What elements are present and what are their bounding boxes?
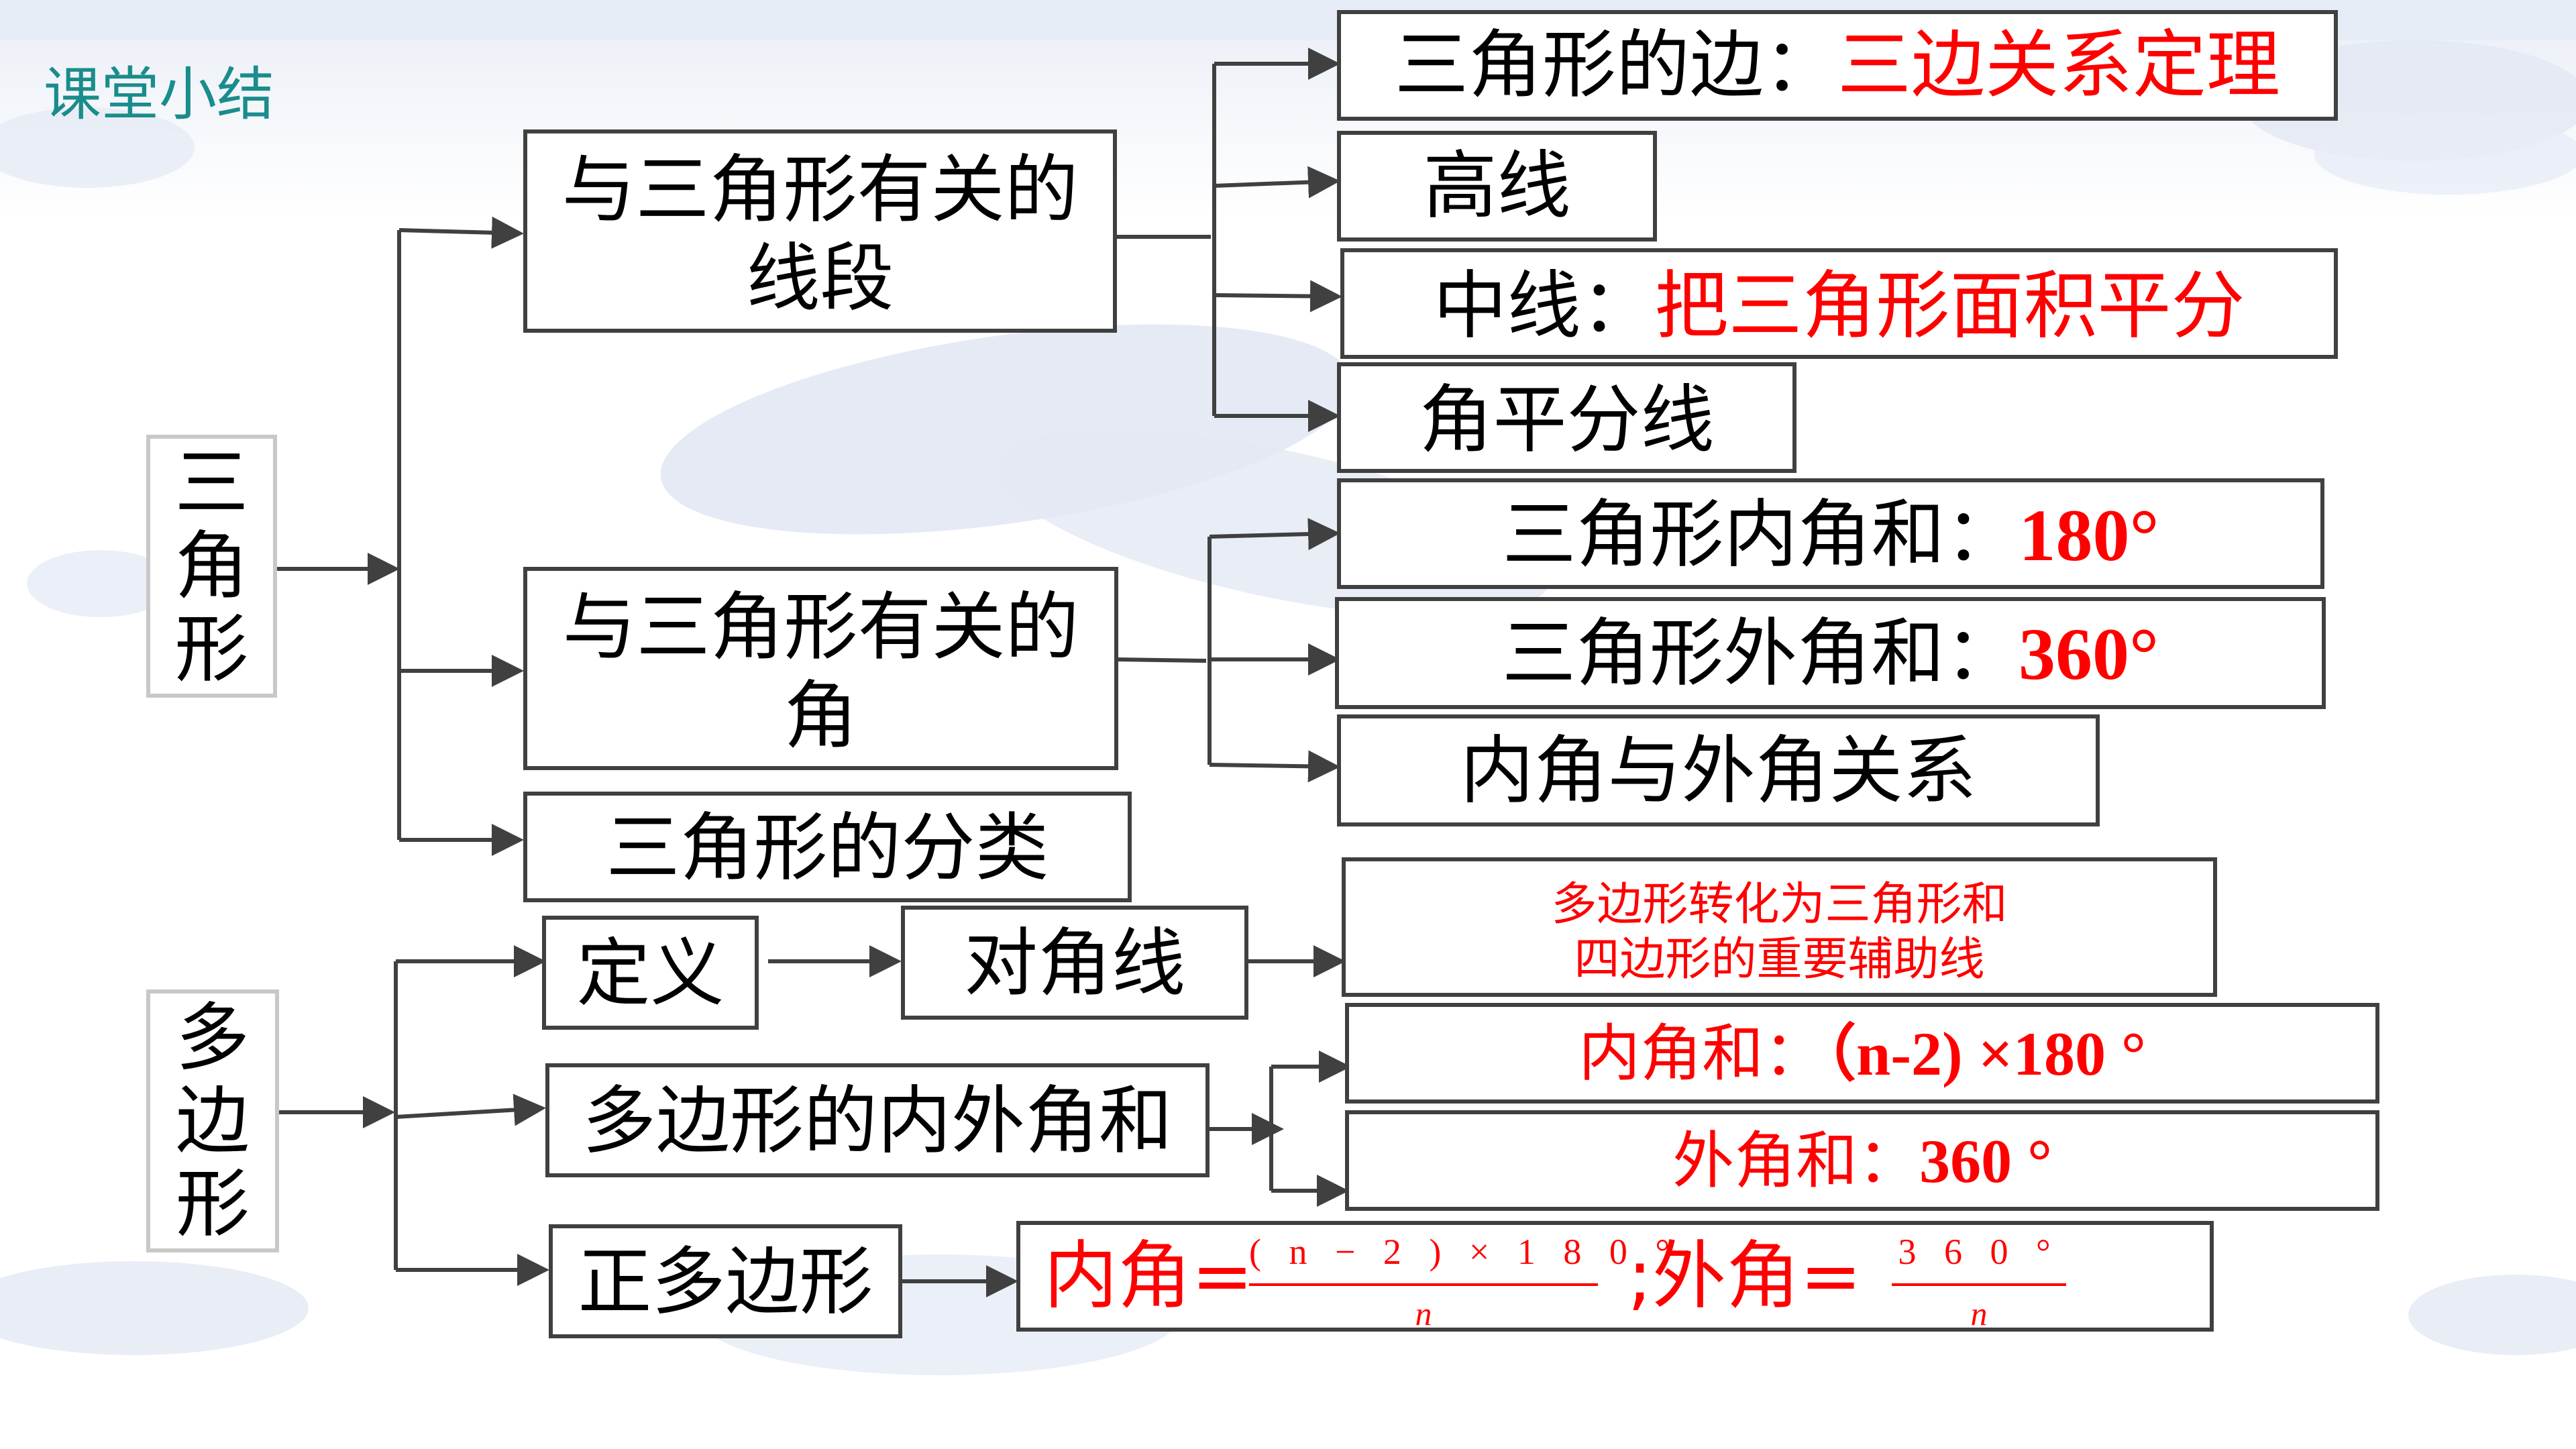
angles-line2: 角 (784, 673, 858, 759)
fraction-bar (1892, 1283, 2066, 1286)
exterior-sum-value: 360° (2019, 613, 2159, 695)
classification-node: 三角形的分类 (523, 792, 1132, 902)
angles-line1: 与三角形有关的 (562, 584, 1079, 670)
side-value: 三边关系定理 (1837, 22, 2280, 108)
polygon-exterior-sum-label: 外角和： (1672, 1125, 1920, 1197)
segments-node: 与三角形有关的 线段 (523, 129, 1117, 333)
classification-label: 三角形的分类 (606, 805, 1049, 891)
regular-polygon-label: 正多边形 (578, 1239, 873, 1325)
diagonal-note-line2: 四边形的重要辅助线 (1574, 933, 1985, 986)
polygon-interior-sum-value: （n-2) ×180 ° (1825, 1020, 2146, 1088)
polygon-exterior-sum-node: 外角和：360 ° (1345, 1110, 2379, 1211)
regular-interior-numerator: ( n − 2 ) × 1 8 0 ° (1249, 1232, 1679, 1272)
triangle-root-char: 三 (174, 440, 249, 526)
interior-sum-value: 180° (2019, 494, 2159, 576)
bisector-label: 角平分线 (1419, 377, 1715, 463)
angles-node: 与三角形有关的 角 (523, 567, 1118, 770)
altitude-label: 高线 (1423, 143, 1571, 229)
altitude-node: 高线 (1337, 131, 1657, 241)
bisector-node: 角平分线 (1337, 362, 1796, 473)
regular-formula-node: 内角= ;外角= (1016, 1221, 2214, 1332)
polygon-root-char: 边 (176, 1078, 250, 1164)
fraction-bar (1249, 1283, 1598, 1286)
segments-line2: 线段 (746, 235, 894, 321)
polygon-interior-sum-node: 内角和：（n-2) ×180 ° (1345, 1003, 2379, 1104)
angle-sum-label: 多边形的内外角和 (582, 1078, 1173, 1164)
polygon-exterior-sum-value: 360 ° (1919, 1127, 2052, 1195)
exterior-sum-label: 三角形外角和： (1502, 610, 2019, 696)
regular-interior-label: 内角= (1044, 1233, 1254, 1319)
regular-exterior-label: ;外角= (1627, 1233, 1862, 1319)
diagonal-note-line1: 多边形转化为三角形和 (1551, 878, 2008, 931)
definition-node: 定义 (542, 916, 759, 1030)
regular-exterior-numerator: 3 6 0 ° (1898, 1232, 2060, 1272)
page-title: 课堂小结 (44, 61, 274, 128)
diagonal-note-node: 多边形转化为三角形和 四边形的重要辅助线 (1342, 857, 2217, 997)
median-node: 中线：把三角形面积平分 (1340, 248, 2338, 359)
side-node: 三角形的边：三边关系定理 (1337, 10, 2338, 121)
angle-relation-node: 内角与外角关系 (1337, 714, 2100, 826)
regular-exterior-denominator: n (1970, 1295, 1988, 1332)
angle-sum-node: 多边形的内外角和 (545, 1063, 1210, 1177)
polygon-root-node: 多 边 形 (146, 989, 279, 1252)
triangle-root-char: 角 (174, 523, 249, 609)
side-label: 三角形的边： (1395, 22, 1837, 108)
polygon-root-char: 多 (176, 995, 250, 1081)
exterior-sum-node: 三角形外角和：360° (1335, 597, 2326, 709)
polygon-interior-sum-label: 内角和： (1578, 1018, 1826, 1089)
regular-interior-denominator: n (1415, 1295, 1432, 1332)
median-label: 中线： (1433, 263, 1655, 349)
angle-relation-label: 内角与外角关系 (1460, 728, 1977, 814)
triangle-root-node: 三 角 形 (146, 435, 277, 698)
triangle-root-char: 形 (174, 606, 249, 692)
regular-polygon-node: 正多边形 (549, 1224, 902, 1338)
interior-sum-label: 三角形内角和： (1502, 492, 2019, 578)
diagonal-node: 对角线 (901, 906, 1248, 1020)
interior-sum-node: 三角形内角和：180° (1337, 478, 2324, 589)
polygon-root-char: 形 (176, 1161, 250, 1247)
regular-exterior-fraction: 3 6 0 ° n (1892, 1231, 2066, 1333)
regular-interior-fraction: ( n − 2 ) × 1 8 0 ° n (1249, 1231, 1679, 1333)
median-value: 把三角形面积平分 (1654, 263, 2245, 349)
diagonal-label: 对角线 (964, 920, 1185, 1006)
definition-label: 定义 (576, 930, 724, 1016)
segments-line1: 与三角形有关的 (561, 147, 1079, 233)
